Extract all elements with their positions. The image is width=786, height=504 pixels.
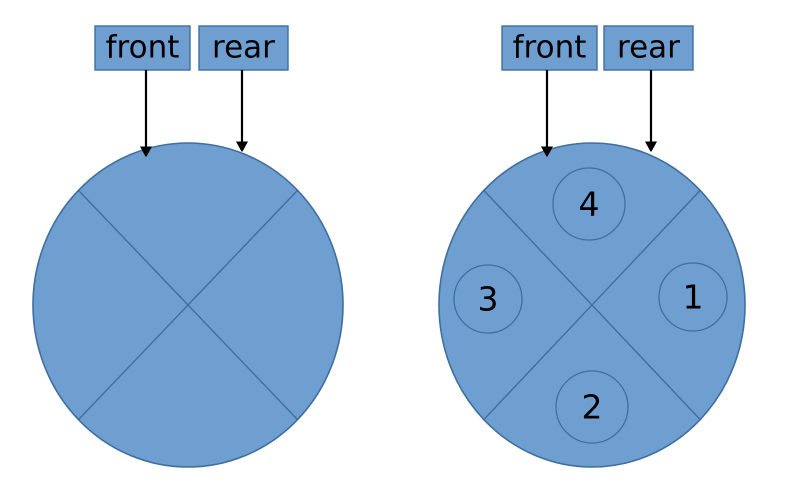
right-rear-label-text: rear <box>617 30 680 66</box>
right-front-label-text: front <box>513 30 587 66</box>
sector-2-circle <box>555 370 629 444</box>
sector-2-group: 2 <box>555 370 629 444</box>
sector-1-number: 1 <box>683 278 704 317</box>
right-disk-group: 4 1 2 3 front <box>438 25 746 468</box>
sector-1-circle <box>658 262 728 332</box>
left-front-label-box[interactable] <box>94 25 191 71</box>
sector-3-circle <box>453 264 523 334</box>
sector-4-circle <box>552 167 626 241</box>
right-front-label-group[interactable]: front <box>501 25 598 148</box>
right-rear-label-group[interactable]: rear <box>603 25 694 143</box>
left-disk-group: front rear <box>32 25 344 468</box>
right-rear-label-box[interactable] <box>603 25 694 71</box>
right-disk-divider-b <box>483 189 701 421</box>
left-front-label-text: front <box>106 30 180 66</box>
left-rear-label-group[interactable]: rear <box>198 25 289 143</box>
right-front-label-box[interactable] <box>501 25 598 71</box>
left-rear-label-box[interactable] <box>198 25 289 71</box>
left-disk-divider-b <box>77 189 299 421</box>
sector-4-group: 4 <box>552 167 626 241</box>
sector-2-number: 2 <box>582 388 603 427</box>
sector-1-group: 1 <box>658 262 728 332</box>
sector-3-number: 3 <box>478 280 499 319</box>
left-rear-label-text: rear <box>212 30 275 66</box>
left-front-label-group[interactable]: front <box>94 25 191 148</box>
sector-3-group: 3 <box>453 264 523 334</box>
sector-4-number: 4 <box>579 185 600 224</box>
